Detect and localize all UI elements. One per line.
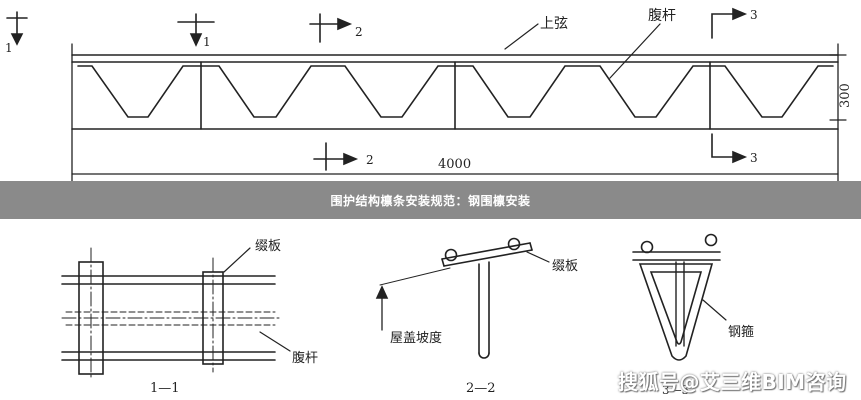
leader-line <box>259 331 291 352</box>
arrow-icon <box>732 150 748 164</box>
leader-line <box>609 23 661 79</box>
section-label-3: 3 <box>750 8 758 22</box>
dim-length: 4000 <box>438 157 471 172</box>
detail-2-2 <box>375 237 550 359</box>
detail-title-1-1: 1—1 <box>150 381 180 396</box>
section-marker-3 <box>711 133 736 158</box>
arrow-icon <box>337 17 353 31</box>
chord-bar <box>640 240 654 254</box>
section-label-2: 2 <box>366 153 374 167</box>
section-label-1: 1 <box>5 41 13 55</box>
caption-banner: 围护结构檩条安装规范：钢围檩安装 <box>0 181 861 219</box>
stirrup-inner <box>649 271 703 345</box>
truss-elevation <box>6 7 847 183</box>
stirrup <box>638 263 714 361</box>
label-roof-slope: 屋盖坡度 <box>390 330 442 346</box>
watermark: 搜狐号@艾三维BIM咨询 <box>618 370 847 394</box>
label-steel-stirrup: 钢箍 <box>728 324 754 340</box>
chord-bar <box>444 248 458 262</box>
section-label-1: 1 <box>203 35 211 49</box>
chord-bar <box>507 237 521 251</box>
chord-bar <box>704 233 718 247</box>
label-web-member: 腹杆 <box>648 7 676 24</box>
label-plate-1: 缀板 <box>255 239 281 254</box>
leader-line <box>504 23 539 50</box>
detail-1-1 <box>61 247 291 381</box>
dim-height: 300 <box>838 83 853 108</box>
label-web-1: 腹杆 <box>292 350 318 366</box>
leader-line <box>526 251 550 263</box>
label-plate-2: 缀板 <box>552 259 578 274</box>
arrow-icon <box>189 33 203 47</box>
leader-line <box>702 299 727 321</box>
section-label-3: 3 <box>750 151 758 165</box>
arrow-icon <box>375 285 389 299</box>
section-marker-3 <box>711 13 736 39</box>
arrow-icon <box>10 33 24 46</box>
detail-title-3-3: 3—3 <box>662 383 689 397</box>
arrow-icon <box>732 7 748 21</box>
leader-line <box>223 247 251 273</box>
arrow-icon <box>343 152 359 166</box>
detail-3-3 <box>632 233 727 361</box>
caption-text: 围护结构檩条安装规范：钢围檩安装 <box>330 193 531 208</box>
detail-title-2-2: 2—2 <box>466 381 496 396</box>
section-label-2: 2 <box>355 25 363 39</box>
label-upper-chord: 上弦 <box>540 16 568 32</box>
